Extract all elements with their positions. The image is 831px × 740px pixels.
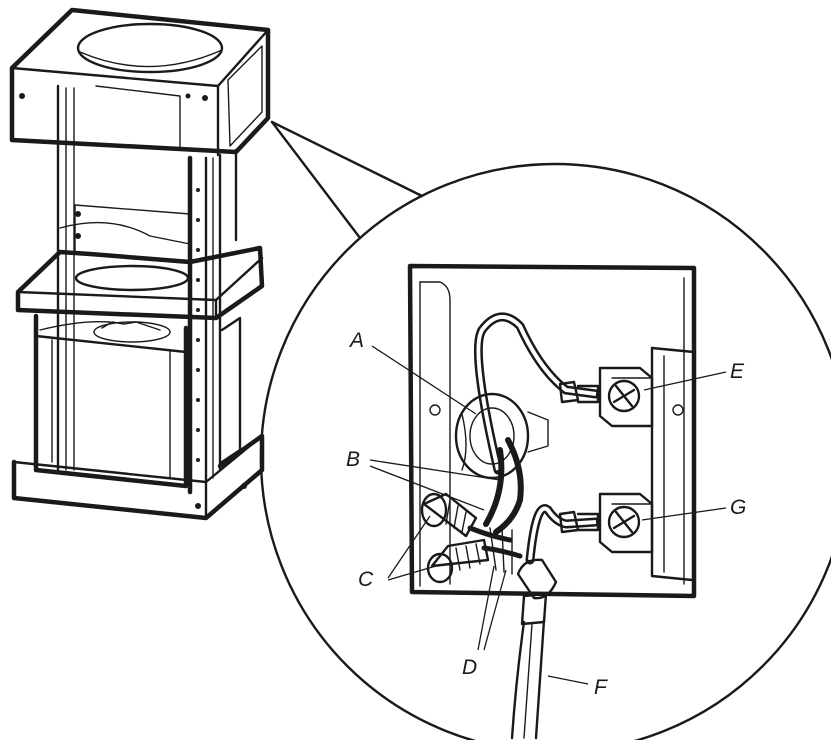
callout-g: G: [730, 496, 746, 519]
hood-insert-chassis: [9, 7, 271, 521]
callout-leaders: [369, 345, 727, 685]
callout-b: B: [346, 448, 360, 471]
junction-box: [407, 263, 697, 599]
callout-e: E: [730, 360, 745, 383]
callout-c: C: [358, 568, 374, 591]
wiring: [454, 312, 601, 575]
callout-labels: A B C D E F G: [346, 329, 746, 699]
terminal-block-upper: [598, 366, 654, 428]
terminal-block-lower: [598, 492, 654, 554]
callout-f: F: [594, 676, 608, 699]
wire-nut-upper: [420, 492, 513, 543]
callout-d: D: [462, 656, 477, 679]
wire-nut-lower: [426, 538, 523, 584]
detail-magnifier: [259, 120, 831, 740]
power-conduit: [510, 558, 558, 740]
wire-nuts: [420, 492, 523, 584]
callout-a: A: [348, 329, 364, 352]
